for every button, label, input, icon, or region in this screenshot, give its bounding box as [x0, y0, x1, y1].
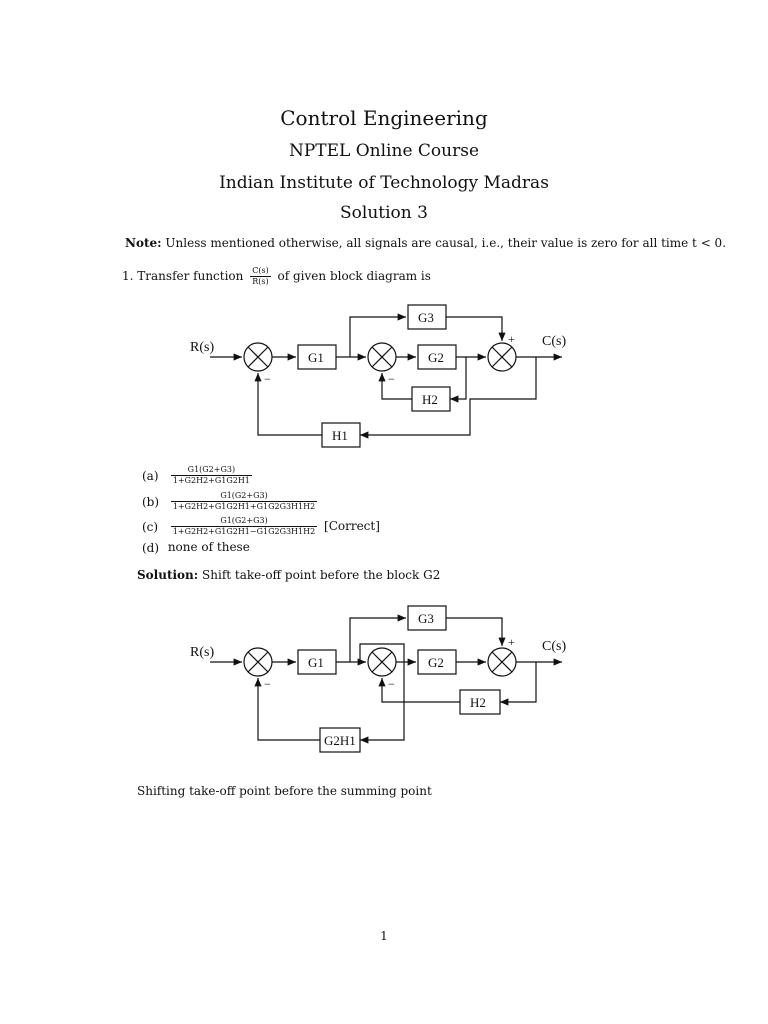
page-title: Control Engineering	[280, 106, 488, 130]
sign-2: −	[388, 677, 395, 691]
correct-tag: [Correct]	[324, 519, 380, 533]
option-d: (d) none of these	[142, 540, 250, 555]
option-b-fraction: G1(G2+G3) 1+G2H2+G1G2H1+G1G2G3H1H2	[170, 491, 318, 511]
block-g3	[407, 304, 447, 330]
solution: Solution: Shift take-off point before th…	[137, 568, 440, 582]
course-name: NPTEL Online Course	[288, 141, 480, 161]
label-g2: G2	[428, 350, 444, 365]
input-label: R(s)	[190, 645, 214, 660]
note: Note: Unless mentioned otherwise, all si…	[125, 236, 726, 250]
block-h2	[411, 386, 451, 412]
option-c: (c) G1(G2+G3) 1+G2H2+G1G2H1−G1G2G3H1H2 […	[142, 516, 380, 536]
block-diagram-2: R(s) C(s) G1 G2 G3 H2 G2H1 − − +	[190, 605, 566, 753]
fraction-denominator: R(s)	[252, 277, 269, 286]
output-label: C(s)	[542, 639, 566, 654]
label-g1: G1	[308, 350, 324, 365]
shift-text: Shifting take-off point before the summi…	[137, 784, 432, 798]
block-diagram-1: R(s) C(s) G1 G2 G3 H2 H1 − − +	[190, 304, 566, 448]
block-h1	[321, 422, 361, 448]
question-prefix: Transfer function	[137, 269, 244, 283]
label-g2h1: G2H1	[324, 733, 356, 748]
block-g1	[297, 649, 337, 675]
question-suffix: of given block diagram is	[277, 269, 431, 283]
block-g3	[407, 605, 447, 631]
label-g2: G2	[428, 655, 444, 670]
question-number: 1.	[122, 269, 134, 283]
input-label: R(s)	[190, 340, 214, 355]
block-h2	[459, 689, 501, 715]
solution-text: Shift take-off point before the block G2	[202, 568, 441, 582]
option-a-fraction: G1(G2+G3) 1+G2H2+G1G2H1	[170, 465, 252, 485]
block-g2	[417, 649, 457, 675]
sign-1: −	[264, 372, 271, 386]
block-g1	[297, 344, 337, 370]
output-label: C(s)	[542, 334, 566, 349]
label-g3: G3	[418, 310, 434, 325]
label-h2: H2	[470, 695, 486, 710]
document-title: Solution 3	[340, 203, 428, 223]
option-a: (a) G1(G2+G3) 1+G2H2+G1G2H1	[142, 465, 252, 485]
page-number: 1	[380, 929, 388, 943]
institute-name: Indian Institute of Technology Madras	[219, 173, 549, 193]
question-1: 1. Transfer function C(s) R(s) of given …	[122, 266, 431, 287]
note-label: Note:	[125, 236, 162, 250]
solution-label: Solution:	[137, 568, 199, 582]
label-g3: G3	[418, 611, 434, 626]
sign-2: −	[388, 372, 395, 386]
sign-3: +	[508, 332, 515, 346]
note-text: Unless mentioned otherwise, all signals …	[165, 236, 727, 250]
label-h1: H1	[332, 428, 348, 443]
fraction-numerator: C(s)	[250, 266, 271, 277]
label-h2: H2	[422, 392, 438, 407]
option-b: (b) G1(G2+G3) 1+G2H2+G1G2H1+G1G2G3H1H2	[142, 491, 318, 511]
label-g1: G1	[308, 655, 324, 670]
transfer-fraction: C(s) R(s)	[250, 266, 271, 287]
sign-3: +	[508, 635, 515, 649]
sign-1: −	[264, 677, 271, 691]
option-c-fraction: G1(G2+G3) 1+G2H2+G1G2H1−G1G2G3H1H2	[170, 516, 318, 536]
